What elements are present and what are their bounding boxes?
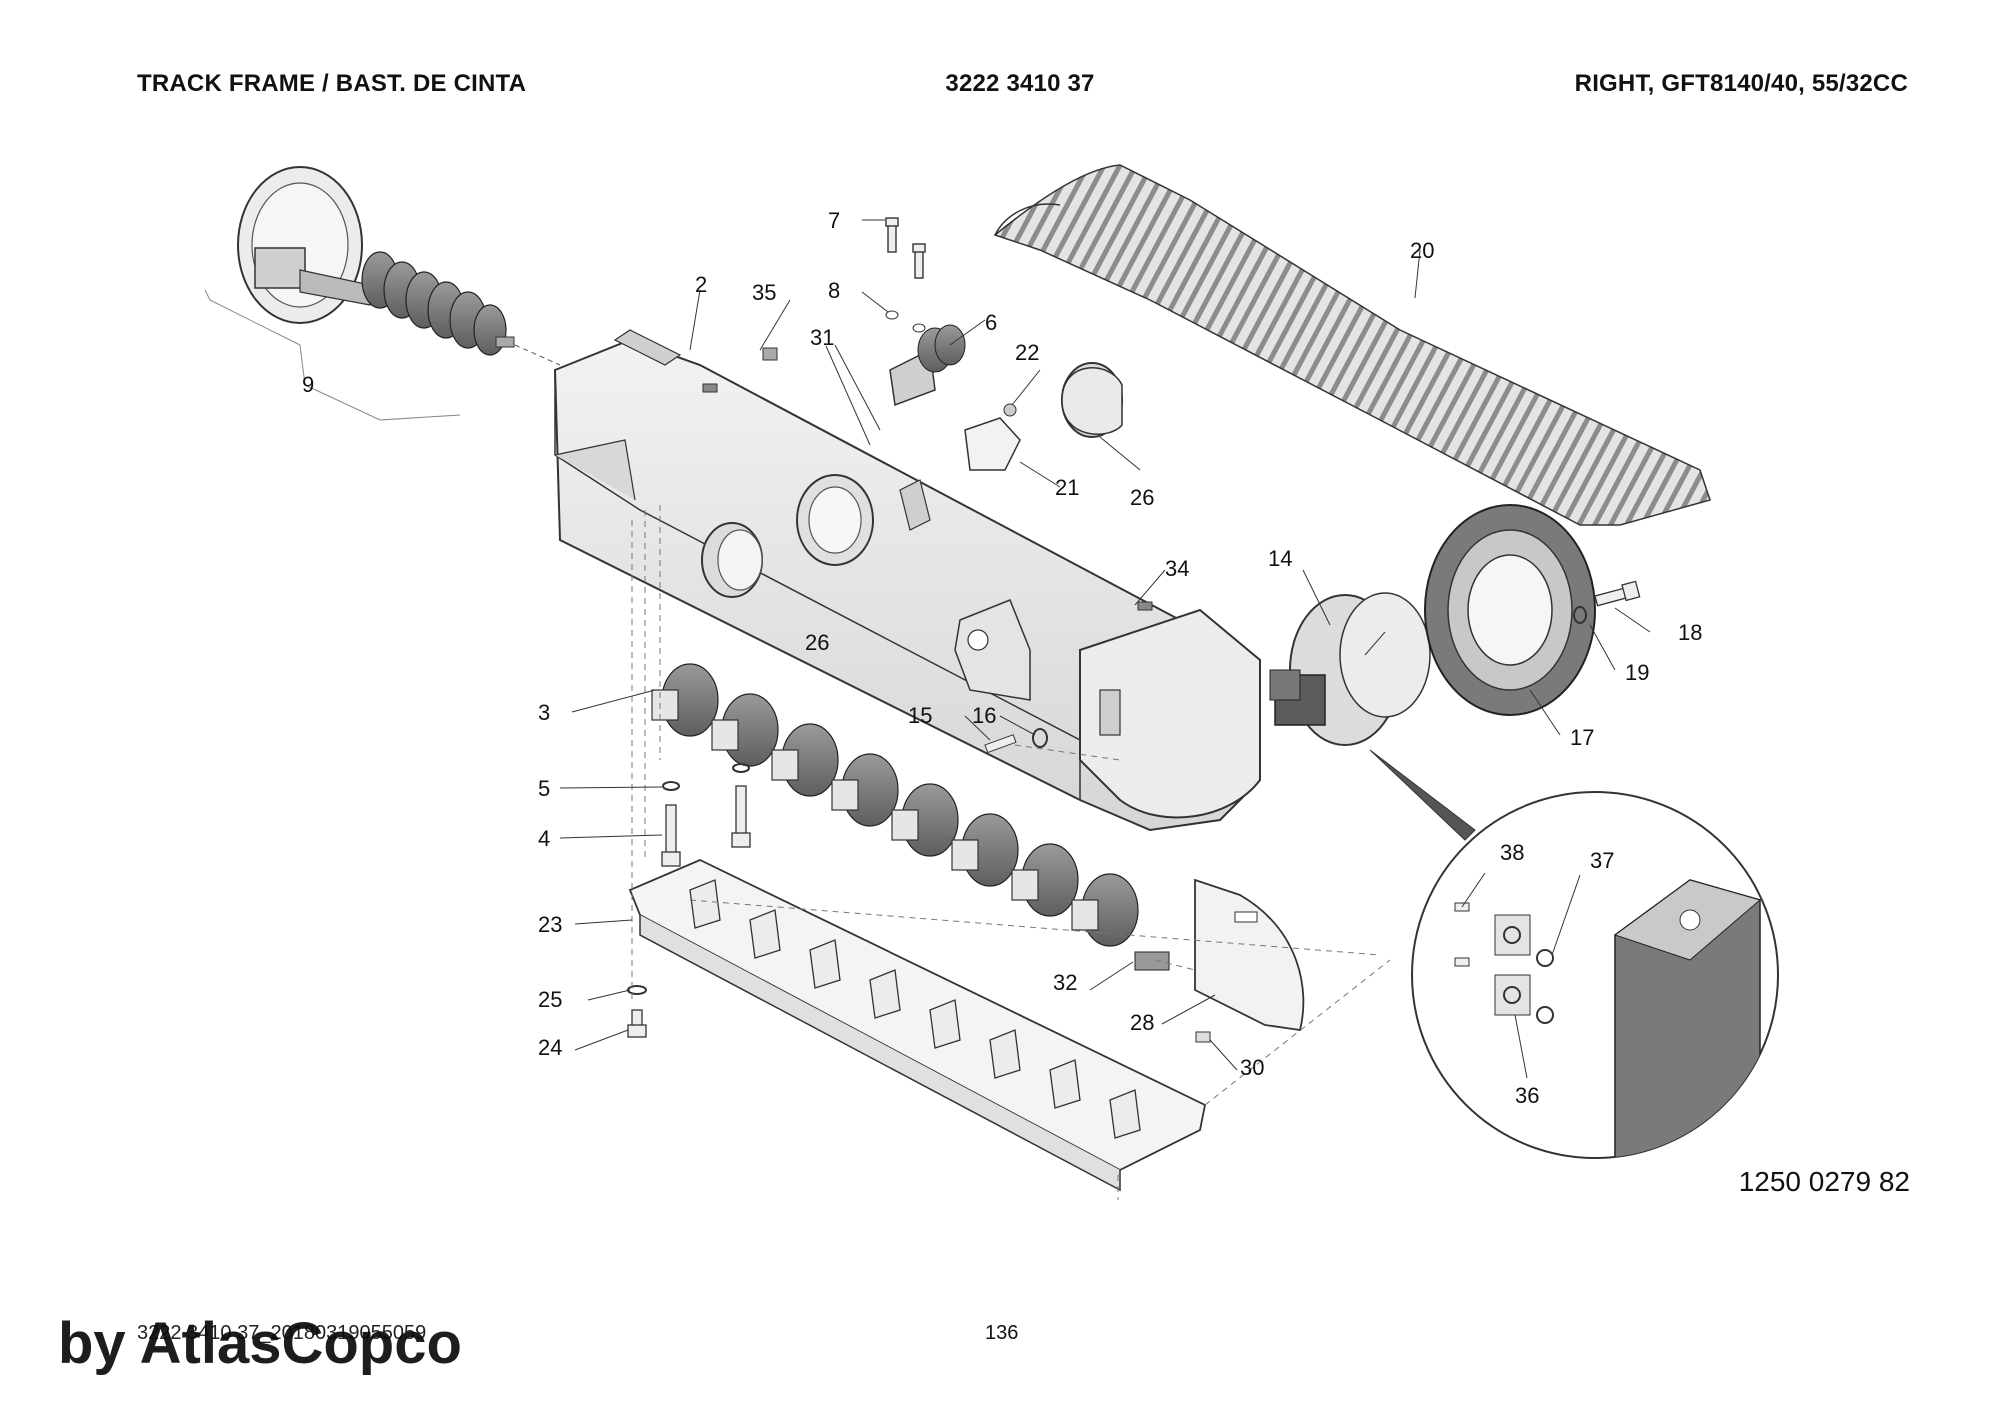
header-part-number: 3222 3410 37	[945, 70, 1095, 97]
detail-view	[1411, 791, 1779, 1159]
bolt-15	[984, 734, 1017, 754]
washer-25	[627, 985, 647, 995]
drawing-number: 1250 0279 82	[1738, 1166, 1910, 1197]
callout-4: 4	[538, 826, 550, 851]
idler-assembly	[237, 166, 561, 366]
callout-6: 6	[985, 310, 997, 335]
bushing-lower	[701, 522, 763, 598]
washer-5b	[732, 763, 750, 773]
callout-15: 15	[908, 703, 932, 728]
callout-37: 37	[1590, 848, 1614, 873]
callout-24: 24	[538, 1035, 562, 1060]
callout-34: 34	[1165, 556, 1189, 581]
callout-14: 14	[1268, 546, 1292, 571]
cover-28	[1194, 878, 1305, 1032]
callout-8: 8	[828, 278, 840, 303]
callout-32: 32	[1053, 970, 1077, 995]
callout-26-upper: 26	[1130, 485, 1154, 510]
callout-17: 17	[1570, 725, 1594, 750]
callout-9: 9	[302, 372, 314, 397]
bushing-upper	[1061, 362, 1123, 438]
callout-16: 16	[972, 703, 996, 728]
cover-slot	[1234, 911, 1258, 923]
washer-8	[885, 310, 899, 320]
header-title: TRACK FRAME / BAST. DE CINTA	[137, 70, 527, 97]
label-plate-35	[762, 347, 778, 361]
callout-22: 22	[1015, 340, 1039, 365]
sprocket-17	[1424, 504, 1596, 716]
roller-bolts-4	[661, 785, 751, 867]
callout-38: 38	[1500, 840, 1524, 865]
carrier-roller-6	[889, 324, 966, 407]
callout-5: 5	[538, 776, 550, 801]
callout-36: 36	[1515, 1083, 1539, 1108]
document-reference: 3222 3410 37_20180319055059	[137, 1322, 427, 1344]
bolt-22	[1003, 403, 1017, 417]
washer-8b	[912, 323, 926, 333]
travel-motor-14	[1269, 592, 1431, 746]
track-frame	[553, 329, 1261, 832]
callout-23: 23	[538, 912, 562, 937]
callout-21: 21	[1055, 475, 1079, 500]
callout-2: 2	[695, 272, 707, 297]
callout-7: 7	[828, 208, 840, 233]
track-chain	[993, 164, 1711, 526]
callout-19: 19	[1625, 660, 1649, 685]
track-rollers-3	[651, 663, 1139, 947]
washer-16	[1032, 728, 1048, 748]
callout-35: 35	[752, 280, 776, 305]
page-number: 136	[985, 1322, 1019, 1344]
clip-32	[1134, 951, 1170, 971]
washer-19	[1573, 606, 1587, 624]
callout-3: 3	[538, 700, 550, 725]
callout-25: 25	[538, 987, 562, 1012]
washer-5	[662, 781, 680, 791]
callout-26-lower: 26	[805, 630, 829, 655]
callout-20: 20	[1410, 238, 1434, 263]
cover-plate-21	[964, 417, 1021, 471]
callout-30: 30	[1240, 1055, 1264, 1080]
callout-18: 18	[1678, 620, 1702, 645]
bolts-7	[885, 217, 926, 279]
callout-28: 28	[1130, 1010, 1154, 1035]
callout-31: 31	[810, 325, 834, 350]
bolt-24	[627, 1009, 647, 1038]
track-guard-23	[628, 859, 1207, 1192]
watermark: by AtlasCopco	[58, 1311, 462, 1376]
header-variant: RIGHT, GFT8140/40, 55/32CC	[1574, 70, 1908, 97]
bolt-30	[1195, 1031, 1211, 1043]
bolt-18	[1594, 580, 1641, 607]
